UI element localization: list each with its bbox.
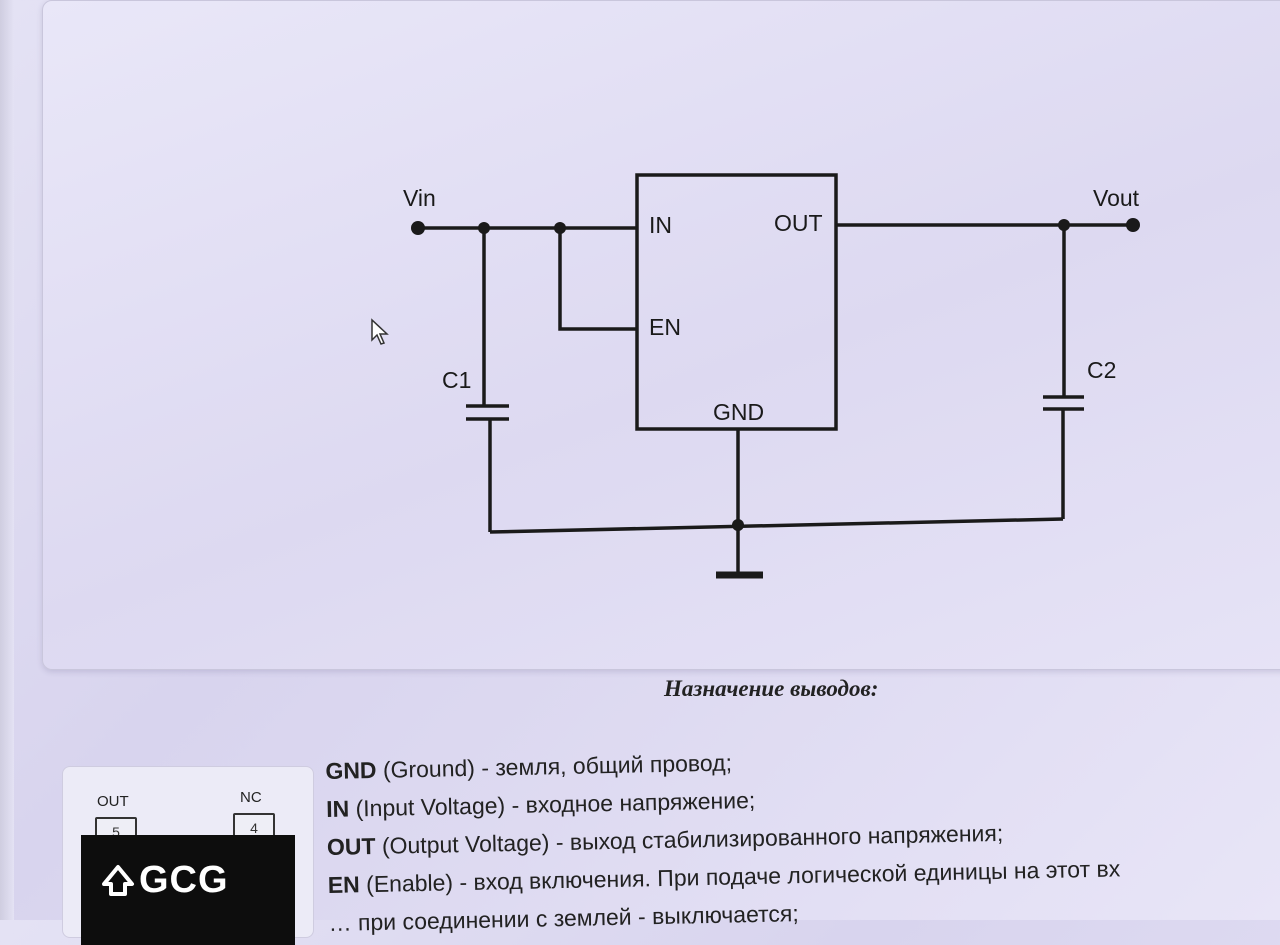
- junction-en: [554, 222, 566, 234]
- pin-en-label: EN: [649, 314, 681, 340]
- package-pinout-card: OUT NC 5 4 GCG: [62, 766, 314, 945]
- chip-logo: GCG: [101, 859, 229, 902]
- junction-gnd: [732, 519, 744, 531]
- vout-terminal: [1126, 218, 1140, 232]
- pin-out-label: OUT: [774, 210, 823, 236]
- c1-label: C1: [442, 367, 471, 393]
- pin-descriptions: GND (Ground) - земля, общий провод; IN (…: [325, 732, 1280, 942]
- vin-terminal: [411, 221, 425, 235]
- pin-4-name: NC: [240, 789, 262, 806]
- junction-c2: [1058, 219, 1070, 231]
- section-title: Назначение выводов:: [664, 676, 879, 701]
- enable-tie-wire: [558, 228, 637, 331]
- ldo-schematic: Vin Vout IN OUT EN GND C1 C2: [403, 173, 1140, 579]
- pin-5-name: OUT: [97, 793, 129, 810]
- c2-label: C2: [1087, 357, 1116, 383]
- chip-logo-text: GCG: [139, 859, 229, 901]
- vout-label: Vout: [1093, 185, 1140, 211]
- pin-gnd-label: GND: [713, 399, 764, 425]
- pin-in-label: IN: [649, 212, 672, 238]
- ground-rail: [489, 517, 1064, 534]
- junction-c1: [478, 222, 490, 234]
- vin-label: Vin: [403, 185, 436, 211]
- mouse-pointer-icon: [371, 318, 389, 345]
- schematic-figure-card: [42, 0, 1280, 670]
- gcg-logo-icon: [102, 864, 134, 896]
- window-edge: [0, 0, 14, 920]
- chip-package-body: GCG: [81, 835, 295, 945]
